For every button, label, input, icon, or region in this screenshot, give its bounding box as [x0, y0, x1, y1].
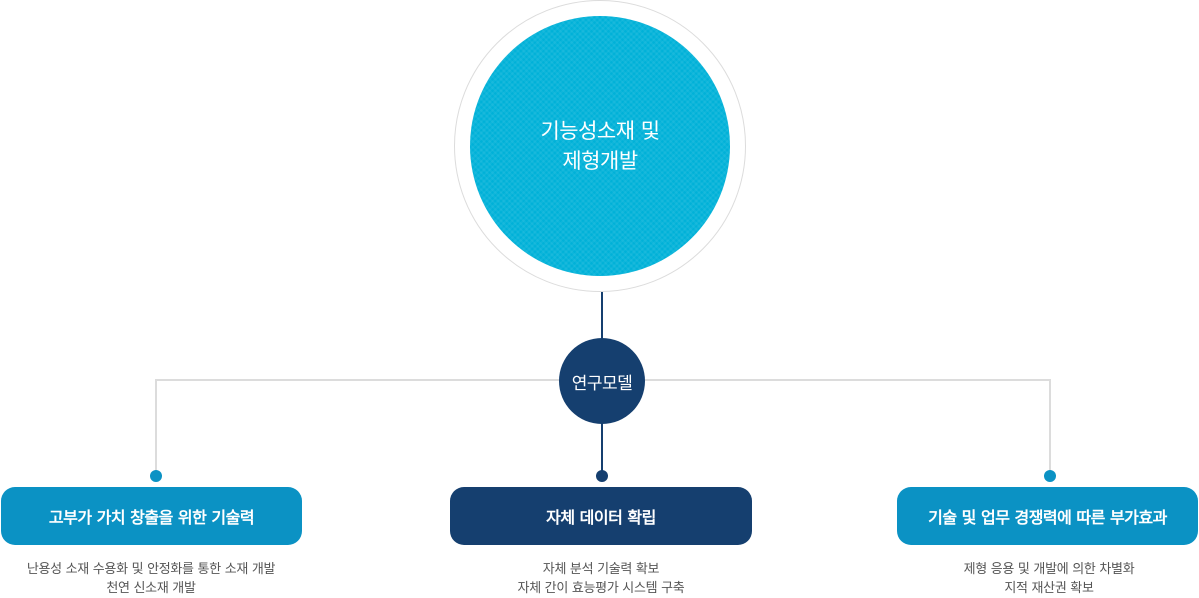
hub-label: 연구모델: [571, 373, 633, 394]
branch-box-left: 고부가 가치 창출을 위한 기술력: [1, 487, 302, 545]
branch-title-center: 자체 데이터 확립: [546, 508, 656, 527]
branch-desc-center: 자체 분석 기술력 확보 자체 간이 효능평가 시스템 구축: [441, 560, 761, 598]
center-circle: 기능성소재 및 제형개발: [470, 16, 730, 276]
branch-desc-right-line2: 지적 재산권 확보: [1004, 581, 1094, 596]
hub-circle: 연구모델: [559, 338, 645, 424]
node-dot-center: [596, 470, 608, 482]
branch-desc-left-line1: 난용성 소재 수용화 및 안정화를 통한 소재 개발: [26, 562, 276, 577]
branch-title-left: 고부가 가치 창출을 위한 기술력: [48, 508, 255, 527]
branch-desc-left: 난용성 소재 수용화 및 안정화를 통한 소재 개발 천연 신소재 개발: [0, 560, 311, 598]
connector-left: [155, 379, 602, 476]
branch-desc-center-line2: 자체 간이 효능평가 시스템 구축: [517, 581, 685, 596]
center-title-line1: 기능성소재 및: [540, 119, 660, 143]
node-dot-right: [1044, 470, 1056, 482]
branch-desc-right: 제형 응용 및 개발에 의한 차별화 지적 재산권 확보: [889, 560, 1199, 598]
branch-desc-right-line1: 제형 응용 및 개발에 의한 차별화: [963, 562, 1135, 577]
node-dot-left: [150, 470, 162, 482]
branch-desc-center-line1: 자체 분석 기술력 확보: [542, 562, 660, 577]
center-title-line2: 제형개발: [562, 149, 638, 173]
branch-box-center: 자체 데이터 확립: [450, 487, 752, 545]
branch-title-right: 기술 및 업무 경쟁력에 따른 부가효과: [928, 508, 1167, 527]
branch-desc-left-line2: 천연 신소재 개발: [106, 581, 196, 596]
connector-right: [602, 379, 1051, 476]
branch-box-right: 기술 및 업무 경쟁력에 따른 부가효과: [897, 487, 1198, 545]
